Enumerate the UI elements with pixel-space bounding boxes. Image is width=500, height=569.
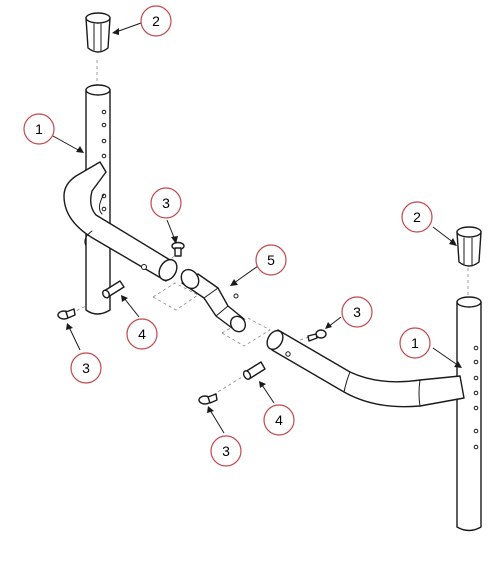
callout-label: 3	[82, 360, 90, 376]
callout-label: 2	[413, 209, 421, 225]
callout-c3-right-mid: 3	[341, 296, 373, 328]
callout-label: 5	[267, 252, 275, 268]
callout-label: 3	[222, 443, 230, 459]
screw-bottom	[198, 393, 218, 405]
screw-right-mid	[307, 329, 327, 342]
pin-bottom	[242, 361, 266, 380]
callout-c1-left: 1	[23, 113, 55, 145]
callout-c1-right: 1	[399, 327, 431, 359]
callout-label: 1	[411, 335, 419, 351]
leader-lines	[52, 22, 462, 434]
screw-left	[57, 308, 76, 320]
callout-label: 3	[162, 195, 170, 211]
callout-c3-upper-mid: 3	[150, 187, 182, 219]
callout-c3-left: 3	[70, 352, 102, 384]
callout-c5: 5	[255, 244, 287, 276]
callout-label: 4	[138, 326, 146, 342]
right-bent-arm	[266, 329, 465, 408]
right-post-frame	[456, 296, 482, 532]
callout-label: 3	[353, 304, 361, 320]
callout-c2-top-left: 2	[140, 5, 172, 37]
callout-label: 1	[35, 121, 43, 137]
screw-upper-mid	[171, 241, 185, 257]
callout-c4-left: 4	[126, 318, 158, 350]
center-connector	[180, 268, 247, 333]
top-cap-left	[85, 12, 111, 53]
callout-c4-bottom: 4	[263, 404, 295, 436]
left-bent-arm	[63, 161, 178, 282]
callout-c3-bottom: 3	[210, 435, 242, 467]
callout-c2-right: 2	[401, 201, 433, 233]
top-cap-right	[456, 226, 482, 267]
callout-label: 4	[275, 412, 283, 428]
pin-left	[102, 280, 125, 299]
callout-label: 2	[152, 13, 160, 29]
